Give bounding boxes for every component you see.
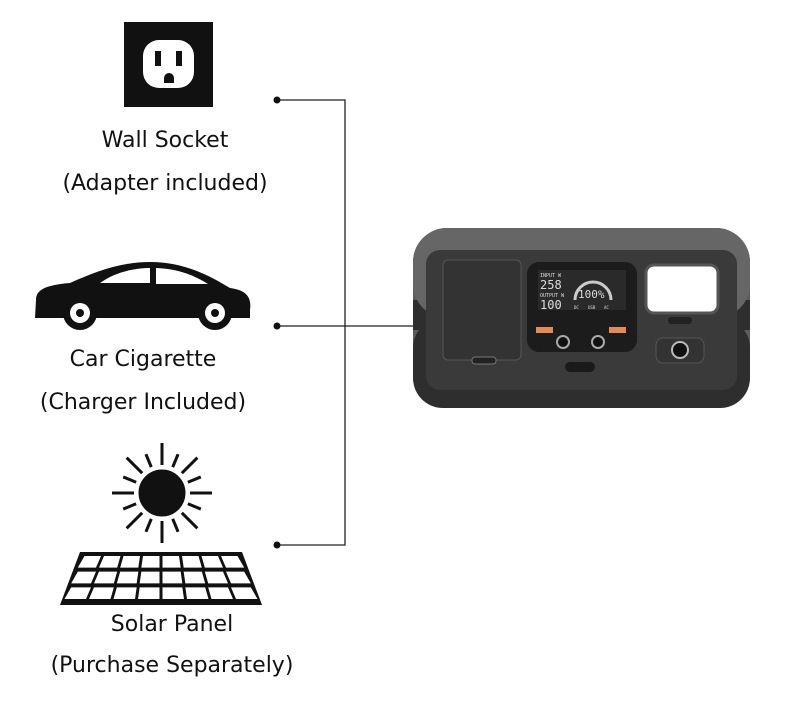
input-value: 258 — [540, 278, 562, 292]
sun-ray — [144, 518, 153, 533]
solar-cell — [208, 587, 233, 599]
solar-cell — [221, 556, 245, 568]
solar-cell — [77, 556, 101, 568]
port-label: DC — [574, 305, 579, 310]
solar-cell — [162, 587, 184, 599]
solar-cell — [141, 556, 160, 568]
solar-label: Solar Panel — [110, 612, 234, 637]
connector-lines — [277, 99, 413, 546]
solar-cell — [94, 571, 118, 584]
sun-ray — [171, 518, 180, 533]
solar-cell — [185, 587, 209, 599]
sun-ray — [187, 475, 202, 484]
sun-ray — [122, 502, 137, 511]
port-label: AC — [604, 305, 609, 310]
connector-dot — [273, 541, 281, 549]
sun-ray — [171, 453, 180, 468]
battery-percent: 100% — [578, 288, 605, 301]
port-label: USB — [588, 305, 596, 310]
connector-dot — [273, 322, 281, 330]
sun-ray — [187, 502, 202, 511]
output-value: 100 — [540, 298, 562, 312]
solar-cell — [139, 571, 160, 584]
solar-cell — [113, 587, 137, 599]
car-icon — [35, 262, 251, 330]
sun-ray — [122, 475, 137, 484]
solar-cell — [182, 556, 202, 568]
solar-cell — [138, 587, 160, 599]
sun-ray — [125, 456, 144, 475]
power-station-image — [413, 228, 750, 408]
solar-cell — [64, 587, 91, 599]
solar-cell — [162, 556, 181, 568]
wall-socket-note: (Adapter included) — [62, 171, 268, 196]
solar-cell — [116, 571, 139, 584]
sun-ray — [125, 511, 144, 530]
wall-socket-label: Wall Socket — [101, 128, 229, 153]
solar-panel-icon — [60, 552, 262, 605]
solar-cell — [99, 556, 121, 568]
solar-cell — [162, 571, 183, 584]
solar-note: (Purchase Separately) — [50, 653, 294, 678]
connector-dot — [273, 96, 281, 104]
solar-cell — [120, 556, 140, 568]
solar-cell — [204, 571, 228, 584]
output-label: OUTPUT W — [540, 293, 565, 299]
sun-ray — [180, 456, 199, 475]
solar-cell — [226, 571, 251, 584]
input-label: INPUT W — [540, 273, 562, 279]
solar-cell — [231, 587, 258, 599]
solar-cell — [71, 571, 96, 584]
lcd-display: INPUT W 258 OUTPUT W 100 100% DC USB AC — [540, 273, 609, 312]
solar-cell — [201, 556, 223, 568]
car-label: Car Cigarette — [69, 347, 217, 372]
sun-icon — [112, 443, 212, 543]
solar-cell — [89, 587, 114, 599]
wall-socket-icon — [124, 22, 213, 107]
sun-ray — [180, 511, 199, 530]
solar-cell — [183, 571, 206, 584]
car-note: (Charger Included) — [39, 390, 247, 415]
sun-ray — [144, 453, 153, 468]
